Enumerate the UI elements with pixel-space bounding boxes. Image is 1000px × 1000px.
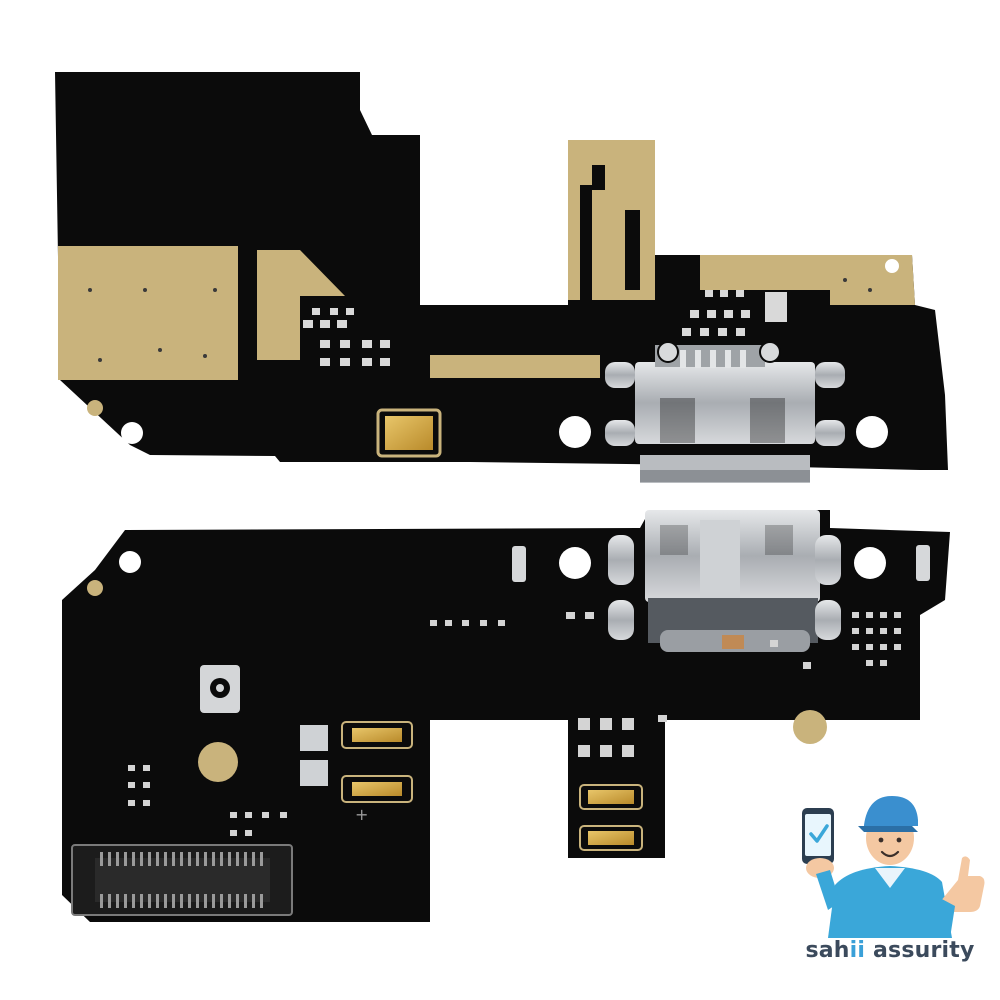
- gold-test-pad: [793, 710, 827, 744]
- trace-1: [580, 165, 605, 300]
- brand-logo: sahii assurity: [790, 770, 990, 980]
- via-dots: [88, 278, 872, 362]
- brand-suffix: assurity: [873, 938, 975, 963]
- smd-cap: [512, 546, 526, 582]
- trace-2: [625, 210, 640, 290]
- smd-cap: [916, 545, 930, 581]
- mount-hole: [854, 547, 886, 579]
- gold-pad-inner: [385, 416, 433, 450]
- mount-hole: [856, 416, 888, 448]
- mount-hole: [559, 416, 591, 448]
- gold-trace: [430, 355, 600, 378]
- gold-area-left: [58, 246, 238, 380]
- mount-hole: [121, 422, 143, 444]
- gold-area-mid: [257, 250, 345, 360]
- antenna-connector: [200, 665, 240, 713]
- smd-cluster: [303, 290, 787, 366]
- mount-hole: [87, 400, 103, 416]
- thumbs-up-icon: [930, 856, 985, 938]
- usb-connector-top: [605, 341, 845, 483]
- mount-hole: [881, 255, 903, 277]
- phone-check-icon: [802, 808, 840, 910]
- brand-prefix: sahii: [805, 938, 866, 963]
- mount-hole: [87, 580, 103, 596]
- bottom-arm: [568, 700, 665, 858]
- bottom-board: +: [62, 510, 950, 922]
- mount-hole: [119, 551, 141, 573]
- mount-hole: [559, 547, 591, 579]
- gold-test-pad: [198, 742, 238, 782]
- board-to-board-connector: [71, 844, 293, 916]
- trace-3: [655, 255, 700, 300]
- smd-cluster: [128, 612, 901, 836]
- mascot-illustration: [802, 796, 985, 938]
- gold-flag: [568, 140, 915, 305]
- polarity-mark: +: [355, 805, 368, 824]
- speaker-pads: [300, 721, 643, 851]
- top-board: [55, 72, 948, 483]
- brand-name: sahii assurity: [790, 938, 990, 963]
